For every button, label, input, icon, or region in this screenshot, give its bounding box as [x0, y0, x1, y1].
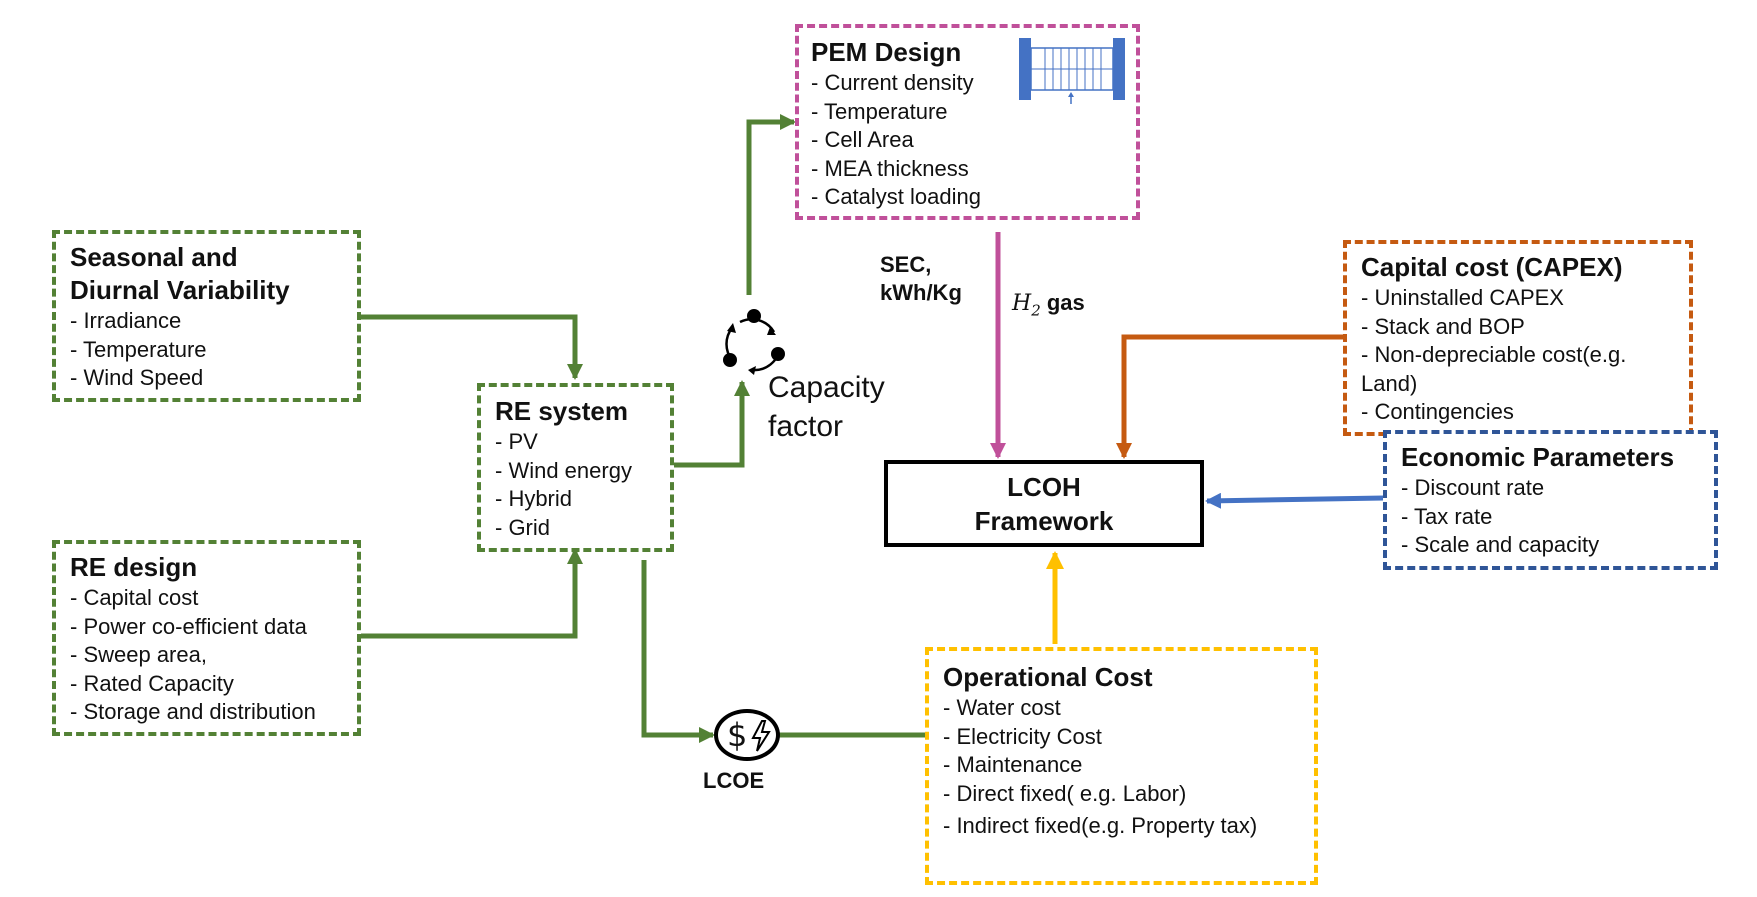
list-item: - Uninstalled CAPEX — [1361, 285, 1564, 310]
list-item: - Wind Speed — [70, 365, 204, 390]
capex-box: Capital cost (CAPEX) - Uninstalled CAPEX… — [1343, 240, 1693, 436]
list-item: - Catalyst loading — [811, 184, 981, 209]
economic-parameters-box: Economic Parameters - Discount rate - Ta… — [1383, 430, 1718, 570]
connector-seasonal-to-re-system — [360, 314, 583, 380]
lcoh-framework-box: LCOH Framework — [884, 460, 1204, 547]
cycle-icon — [723, 309, 785, 375]
dollar-lightning-icon: $ — [714, 709, 780, 761]
pem-design-box: PEM Design - Current density - Temperatu… — [795, 24, 1140, 220]
re-system-box: RE system - PV - Wind energy - Hybrid - … — [477, 383, 674, 552]
list-item: - Hybrid — [495, 486, 573, 511]
connector-re-system-to-lcoe — [641, 560, 715, 743]
list-item: - Contingencies — [1361, 399, 1514, 424]
re-system-title: RE system — [495, 396, 628, 426]
connector-capex-to-lcoh — [1116, 334, 1344, 459]
list-item: - Power co-efficient data — [70, 613, 307, 639]
pem-design-list: - Current density - Temperature - Cell A… — [811, 69, 1136, 212]
seasonal-variability-title: Seasonal and Diurnal Variability — [70, 242, 290, 305]
list-item: - Indirect fixed(e.g. Property tax) — [943, 813, 1258, 838]
operational-cost-box: Operational Cost - Water cost - Electric… — [925, 647, 1318, 885]
lcoh-subtitle: Framework — [974, 505, 1114, 536]
list-item: - Stack and BOP — [1361, 313, 1525, 339]
list-item: - Sweep area, — [70, 642, 207, 667]
list-item: - Maintenance — [943, 752, 1083, 777]
connector-re-design-to-re-system — [360, 548, 583, 639]
electrolyzer-icon — [1019, 38, 1125, 104]
list-item: - Tax rate — [1401, 503, 1493, 529]
connector-economic-to-lcoh — [1205, 492, 1385, 509]
seasonal-variability-list: - Irradiance - Temperature - Wind Speed — [70, 307, 357, 393]
list-item: - Current density — [811, 70, 974, 95]
lcoe-label: LCOE — [703, 768, 765, 793]
list-item: - Cell Area — [811, 127, 914, 152]
re-design-list: - Capital cost - Power co-efficient data… — [70, 584, 357, 727]
operational-cost-list: - Water cost - Electricity Cost - Mainte… — [943, 694, 1314, 841]
list-item: - Water cost — [943, 695, 1061, 720]
lightning-icon — [751, 720, 771, 752]
h2-gas-text: gas — [1040, 290, 1085, 315]
list-item: - Discount rate — [1401, 475, 1545, 500]
lcoh-title: LCOH — [1007, 471, 1081, 502]
list-item: - Wind energy — [495, 457, 632, 483]
list-item: - Temperature — [811, 98, 948, 124]
list-item: - Capital cost — [70, 585, 199, 610]
dollar-glyph: $ — [727, 716, 748, 754]
h2-symbol: H — [1012, 291, 1032, 316]
seasonal-variability-box: Seasonal and Diurnal Variability - Irrad… — [52, 230, 361, 402]
connector-capacity-factor-to-pem — [746, 114, 796, 295]
h2-gas-label: H2 gas — [1012, 261, 1085, 324]
pem-design-title: PEM Design — [811, 37, 962, 67]
re-design-title: RE design — [70, 552, 198, 582]
capex-title: Capital cost (CAPEX) — [1361, 252, 1623, 282]
list-item: - PV — [495, 429, 538, 454]
list-item: - Storage and distribution — [70, 699, 316, 724]
sec-label: SEC, kWh/Kg — [880, 252, 962, 305]
connector-re-system-to-capacity-factor — [673, 380, 750, 468]
economic-parameters-title: Economic Parameters — [1401, 442, 1675, 472]
list-item: - Grid — [495, 514, 550, 540]
capex-list: - Uninstalled CAPEX - Stack and BOP - No… — [1361, 284, 1689, 427]
list-item: - Irradiance — [70, 308, 182, 333]
h2-subscript: 2 — [1031, 301, 1041, 320]
list-item: - Rated Capacity — [70, 670, 234, 696]
list-item: - Direct fixed( e.g. Labor) — [943, 780, 1187, 806]
list-item: - Scale and capacity — [1401, 532, 1600, 557]
re-system-list: - PV - Wind energy - Hybrid - Grid — [495, 428, 670, 542]
list-item: - Temperature — [70, 336, 207, 362]
operational-cost-title: Operational Cost — [943, 662, 1153, 692]
list-item: - Electricity Cost — [943, 723, 1102, 749]
capacity-factor-label: Capacity factor — [768, 371, 885, 443]
re-design-box: RE design - Capital cost - Power co-effi… — [52, 540, 361, 736]
economic-parameters-list: - Discount rate - Tax rate - Scale and c… — [1401, 474, 1714, 560]
list-item: - MEA thickness — [811, 155, 969, 181]
list-item: - Non-depreciable cost(e.g. Land) — [1361, 342, 1627, 396]
